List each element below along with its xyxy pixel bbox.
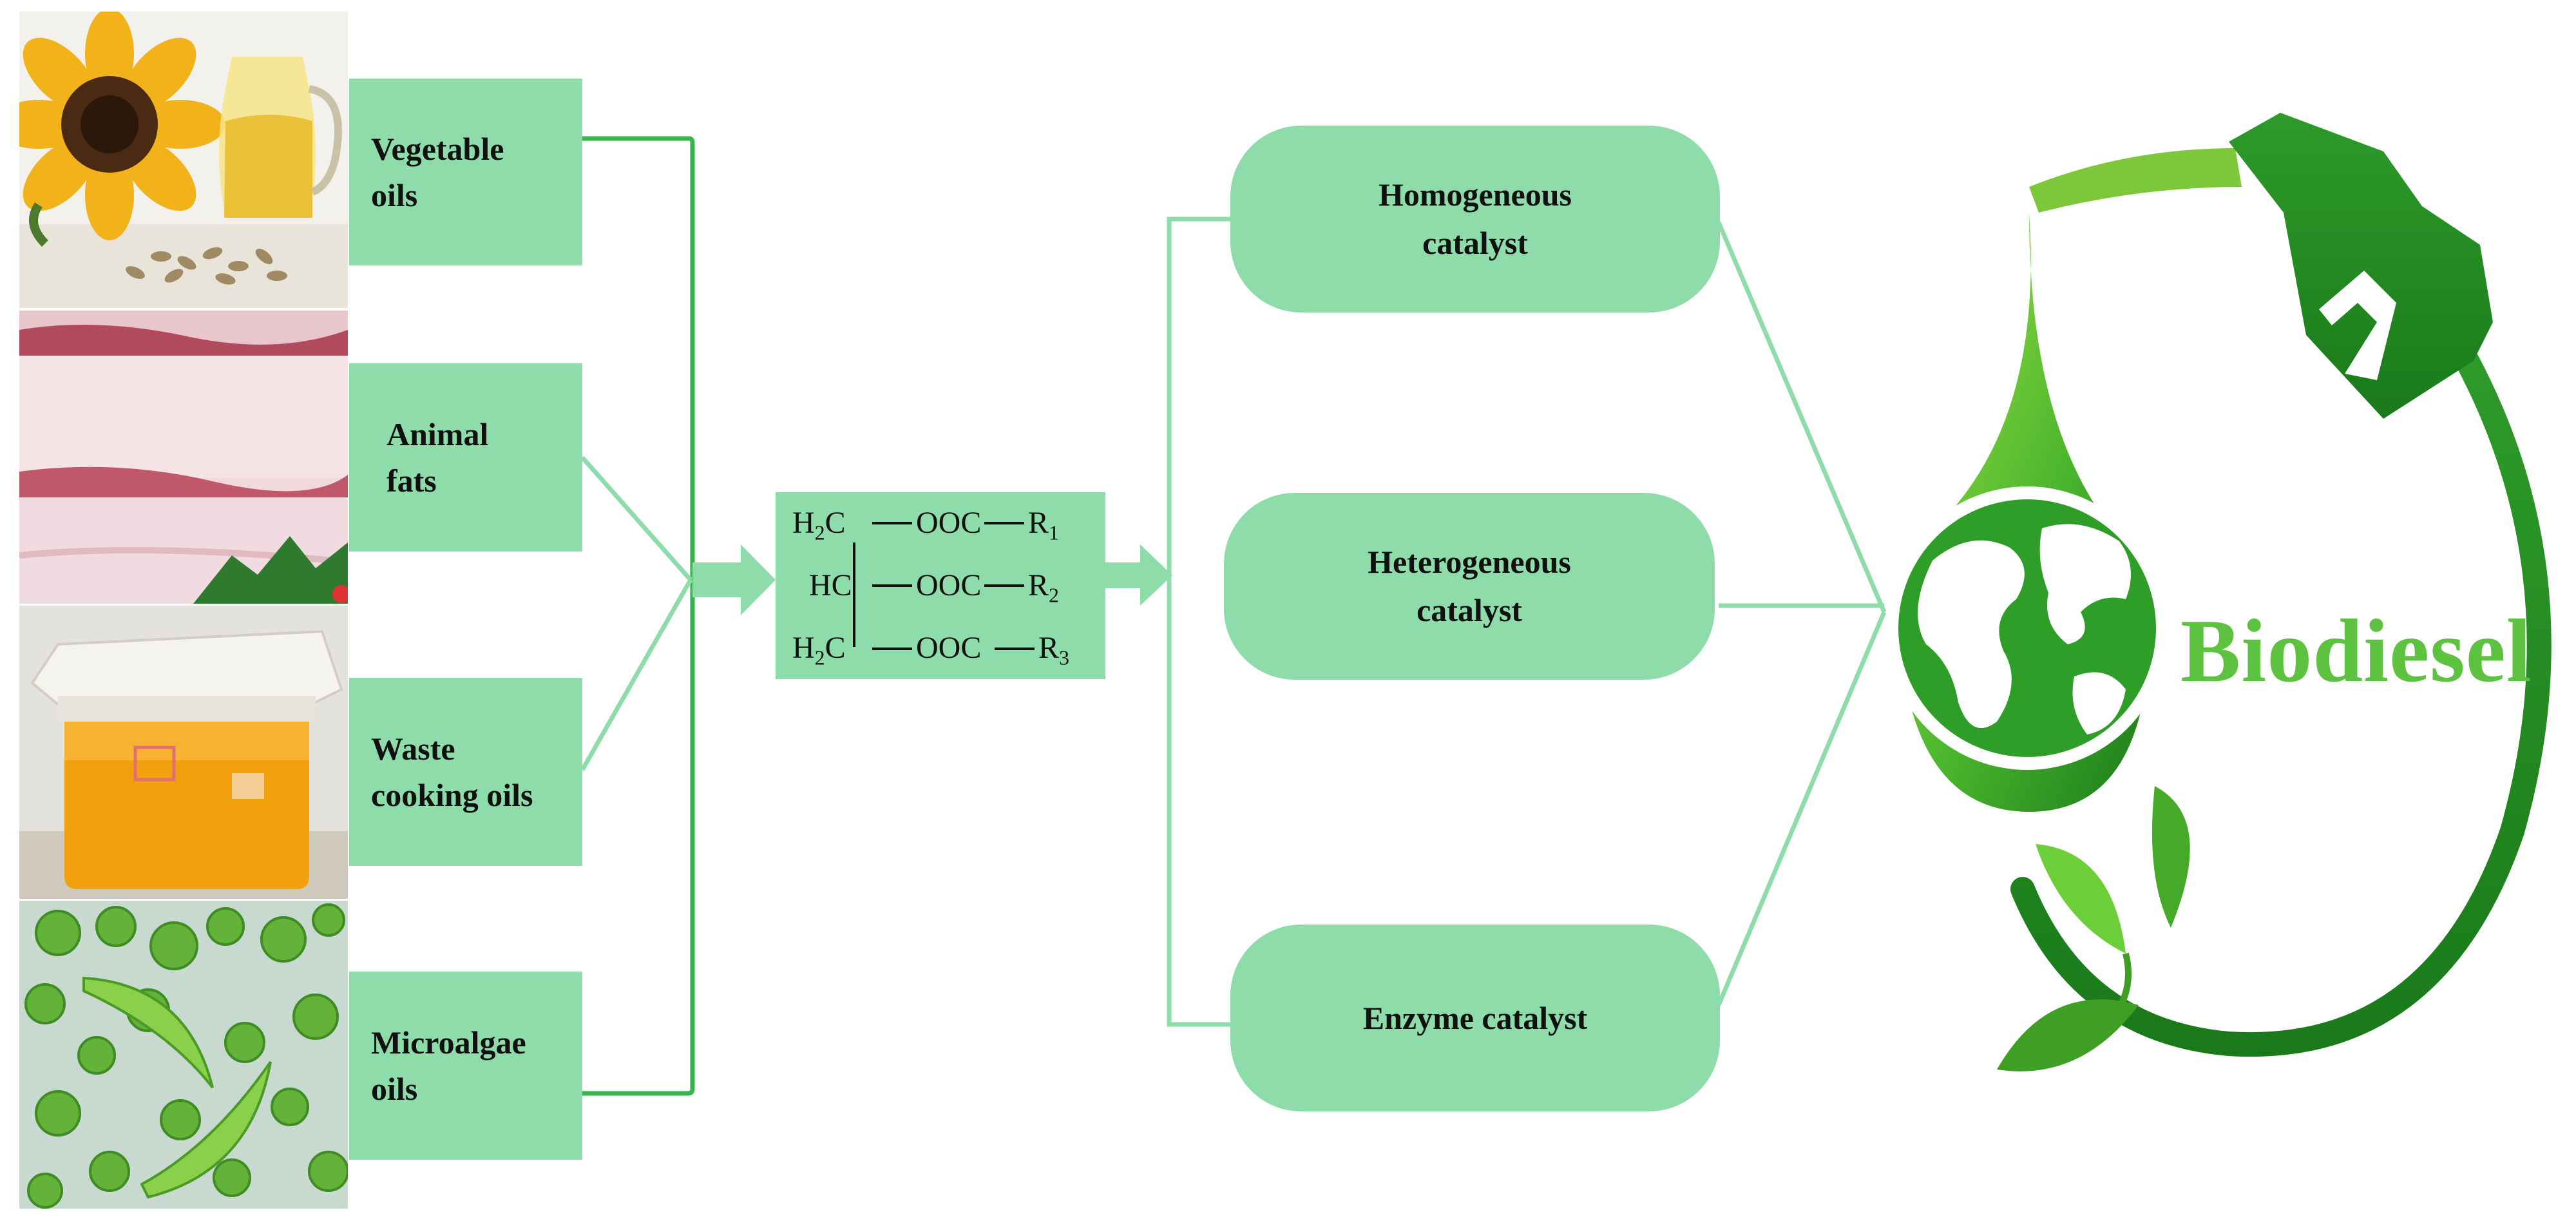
source-label: Microalgae oils <box>371 1024 526 1108</box>
formula-r-group-2: R2 <box>1028 568 1060 607</box>
formula-carbon-2: HC <box>809 568 852 602</box>
formula-ester-group-3: OOC <box>916 631 982 665</box>
formula-r-group-3: R3 <box>1038 631 1070 669</box>
formula-carbon-1: H2C <box>792 506 846 544</box>
catalyst-label: Homogeneous catalyst <box>1379 177 1572 261</box>
source-box-waste-cooking-oils: Waste cooking oils <box>349 678 582 866</box>
formula-ester-group-1: OOC <box>916 506 982 540</box>
formula-ester-group-2: OOC <box>916 568 982 602</box>
source-box-microalgae-oils: Microalgae oils <box>349 972 582 1160</box>
catalyst-box-homogeneous: Homogeneous catalyst <box>1230 126 1720 312</box>
formula-bonds <box>853 522 1035 650</box>
source-label: Animal fats <box>386 416 489 499</box>
source-box-animal-fats: Animal fats <box>349 363 582 552</box>
source-box-vegetable-oils: Vegetable oils <box>349 79 582 265</box>
source-label: Vegetable oils <box>371 130 504 214</box>
formula-carbon-3: H2C <box>792 631 846 669</box>
arrow-to-catalysts <box>1105 544 1172 606</box>
microalgae-oils-photo <box>19 901 348 1209</box>
biodiesel-label: Biodiesel <box>2180 601 2532 701</box>
catalyst-box-enzyme: Enzyme catalyst <box>1230 925 1720 1111</box>
waste-cooking-oils-photo <box>19 606 348 899</box>
animal-fats-photo <box>19 311 348 604</box>
catalyst-label: Enzyme catalyst <box>1362 999 1588 1036</box>
arrow-to-triglyceride <box>692 544 776 615</box>
formula-r-group-1: R1 <box>1028 506 1060 544</box>
catalyst-label: Heterogeneous catalyst <box>1368 544 1571 628</box>
source-label: Waste cooking oils <box>371 730 533 814</box>
catalyst-box-heterogeneous: Heterogeneous catalyst <box>1224 493 1715 680</box>
vegetable-oils-photo <box>19 12 348 308</box>
triglyceride-formula: H2C OOC R1 HC OOC R2 H2C OOC R3 <box>776 492 1105 679</box>
